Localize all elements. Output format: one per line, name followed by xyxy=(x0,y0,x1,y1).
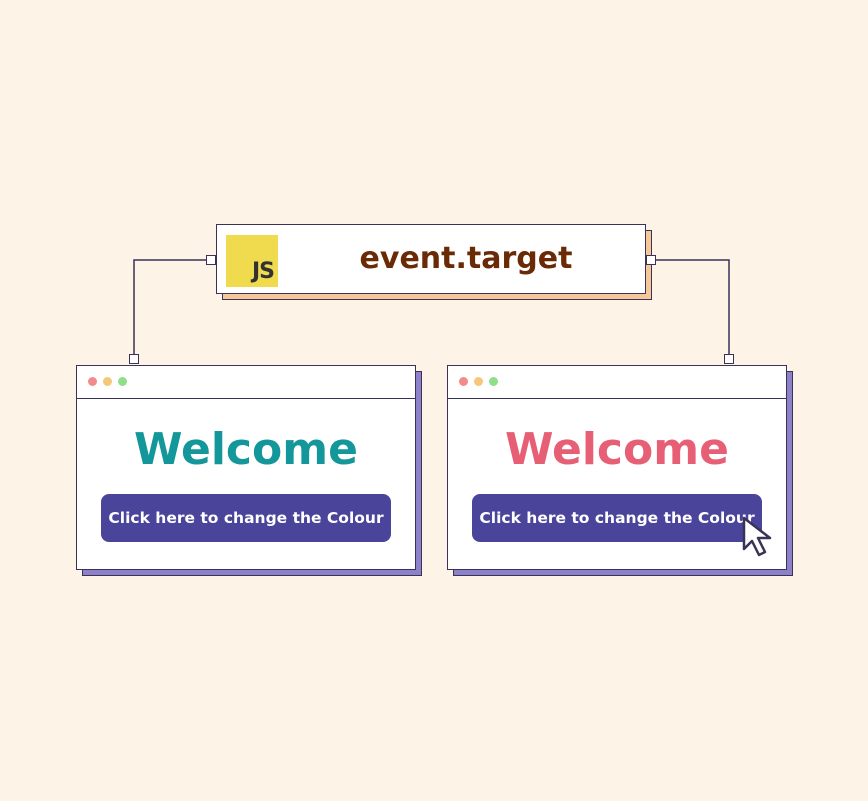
connector-left xyxy=(133,259,216,356)
port-left-window xyxy=(129,354,139,364)
port-right-window xyxy=(724,354,734,364)
window-titlebar xyxy=(448,366,786,399)
event-target-node: JS event.target xyxy=(216,224,646,294)
javascript-logo-icon: JS xyxy=(226,235,278,287)
node-title: event.target xyxy=(359,241,573,276)
maximize-dot-icon[interactable] xyxy=(118,377,127,386)
close-dot-icon[interactable] xyxy=(459,377,468,386)
left-browser-window: Welcome Click here to change the Colour xyxy=(76,365,416,570)
port-header-right xyxy=(646,255,656,265)
connector-right xyxy=(646,259,730,356)
port-header-left xyxy=(206,255,216,265)
mouse-pointer-icon xyxy=(742,516,772,557)
minimize-dot-icon[interactable] xyxy=(103,377,112,386)
close-dot-icon[interactable] xyxy=(88,377,97,386)
right-browser-window: Welcome Click here to change the Colour xyxy=(447,365,787,570)
js-logo-text: JS xyxy=(251,259,275,284)
window-titlebar xyxy=(77,366,415,399)
change-colour-button[interactable]: Click here to change the Colour xyxy=(101,494,391,542)
welcome-heading: Welcome xyxy=(134,424,358,475)
welcome-heading: Welcome xyxy=(505,424,729,475)
minimize-dot-icon[interactable] xyxy=(474,377,483,386)
maximize-dot-icon[interactable] xyxy=(489,377,498,386)
change-colour-button[interactable]: Click here to change the Colour xyxy=(472,494,762,542)
